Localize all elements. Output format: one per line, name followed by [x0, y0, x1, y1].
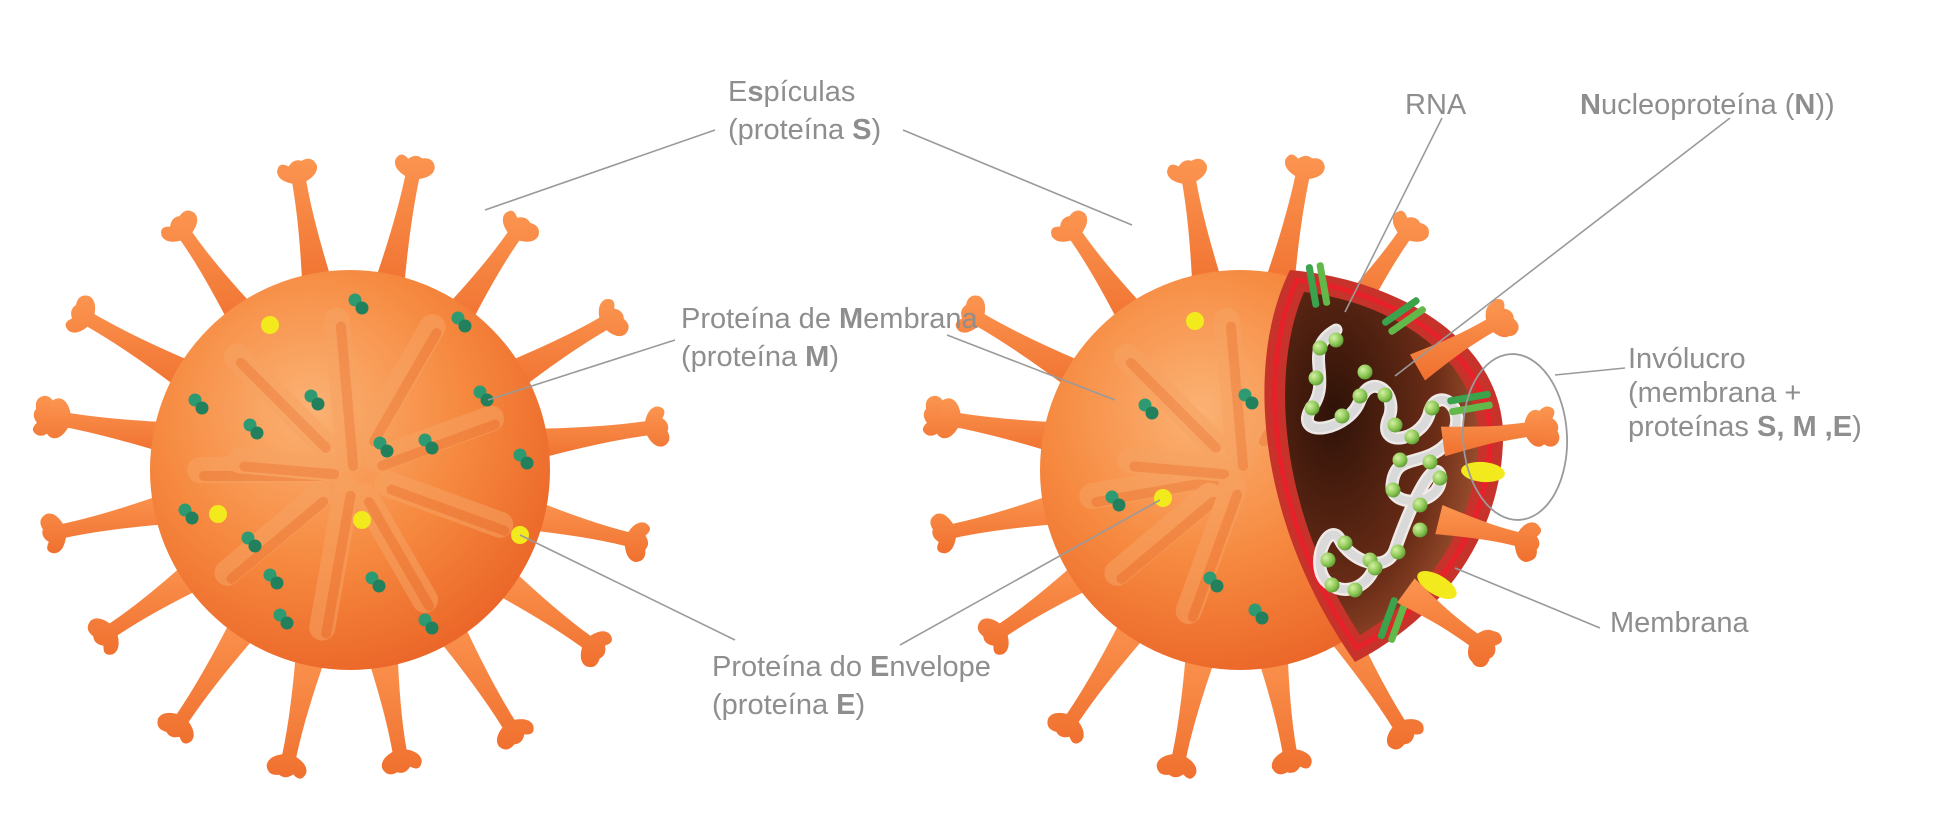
- leader-line: [485, 130, 715, 210]
- m-protein: [426, 622, 439, 635]
- label-rna-line1: RNA: [1405, 86, 1466, 124]
- nucleoprotein: [1413, 498, 1428, 513]
- m-protein: [196, 402, 209, 415]
- nucleoprotein: [1393, 453, 1408, 468]
- nucleoprotein: [1423, 455, 1438, 470]
- label-espiculas-line2: (proteína S): [728, 111, 881, 149]
- virus-cross-section-illustration: [923, 154, 1560, 778]
- nucleoprotein: [1413, 523, 1428, 538]
- nucleoprotein: [1353, 389, 1368, 404]
- nucleoprotein: [1425, 401, 1440, 416]
- nucleoprotein: [1305, 401, 1320, 416]
- nucleoprotein: [1325, 578, 1340, 593]
- nucleoprotein: [1309, 371, 1324, 386]
- virus-exterior-illustration: [33, 154, 670, 778]
- m-protein: [1246, 397, 1259, 410]
- m-protein: [281, 617, 294, 630]
- label-proteina-envelope: Proteína do Envelope (proteína E): [712, 648, 991, 724]
- m-protein: [356, 302, 369, 315]
- label-proteina-envelope-line2: (proteína E): [712, 686, 991, 724]
- label-nucleoproteina-line1: Nucleoproteína (N)): [1580, 86, 1835, 124]
- label-involucro-line2: (membrana +: [1628, 376, 1862, 410]
- nucleoprotein: [1368, 561, 1383, 576]
- nucleoprotein: [1388, 418, 1403, 433]
- label-membrana-line1: Membrana: [1610, 604, 1749, 642]
- nucleoprotein: [1358, 365, 1373, 380]
- nucleoprotein: [1329, 333, 1344, 348]
- e-protein: [209, 505, 227, 523]
- m-protein: [1113, 499, 1126, 512]
- nucleoprotein: [1378, 388, 1393, 403]
- e-protein: [1154, 489, 1172, 507]
- e-protein: [261, 316, 279, 334]
- m-protein: [521, 457, 534, 470]
- label-involucro-line3: proteínas S, M ,E): [1628, 410, 1862, 444]
- label-rna: RNA: [1405, 86, 1466, 124]
- leader-line: [1555, 368, 1625, 375]
- nucleoprotein: [1321, 553, 1336, 568]
- label-involucro: Invólucro (membrana + proteínas S, M ,E): [1628, 342, 1862, 444]
- m-protein: [381, 445, 394, 458]
- nucleoprotein: [1386, 483, 1401, 498]
- label-nucleoproteina: Nucleoproteína (N)): [1580, 86, 1835, 124]
- m-protein: [249, 540, 262, 553]
- nucleoprotein: [1348, 583, 1363, 598]
- e-protein: [1186, 312, 1204, 330]
- m-protein: [373, 580, 386, 593]
- nucleoprotein: [1433, 471, 1448, 486]
- m-protein: [312, 398, 325, 411]
- label-membrana: Membrana: [1610, 604, 1749, 642]
- leader-line: [1455, 568, 1600, 628]
- leader-line: [1345, 118, 1442, 312]
- leader-line: [1395, 118, 1730, 376]
- label-espiculas-line1: Espículas: [728, 73, 881, 111]
- m-protein: [186, 512, 199, 525]
- m-protein: [1211, 580, 1224, 593]
- label-proteina-membrana: Proteína de Membrana (proteína M): [681, 300, 978, 376]
- nucleoprotein: [1338, 536, 1353, 551]
- leader-line: [903, 130, 1132, 225]
- m-protein: [481, 394, 494, 407]
- m-protein: [1256, 612, 1269, 625]
- m-protein: [426, 442, 439, 455]
- m-protein: [251, 427, 264, 440]
- label-espiculas: Espículas (proteína S): [728, 73, 881, 149]
- m-protein: [459, 320, 472, 333]
- label-proteina-membrana-line2: (proteína M): [681, 338, 978, 376]
- nucleoprotein: [1405, 430, 1420, 445]
- m-protein: [1146, 407, 1159, 420]
- nucleoprotein: [1313, 341, 1328, 356]
- nucleoprotein: [1391, 545, 1406, 560]
- label-proteina-envelope-line1: Proteína do Envelope: [712, 648, 991, 686]
- label-proteina-membrana-line1: Proteína de Membrana: [681, 300, 978, 338]
- label-involucro-line1: Invólucro: [1628, 342, 1862, 376]
- nucleoprotein: [1335, 409, 1350, 424]
- m-protein: [271, 577, 284, 590]
- e-protein: [353, 511, 371, 529]
